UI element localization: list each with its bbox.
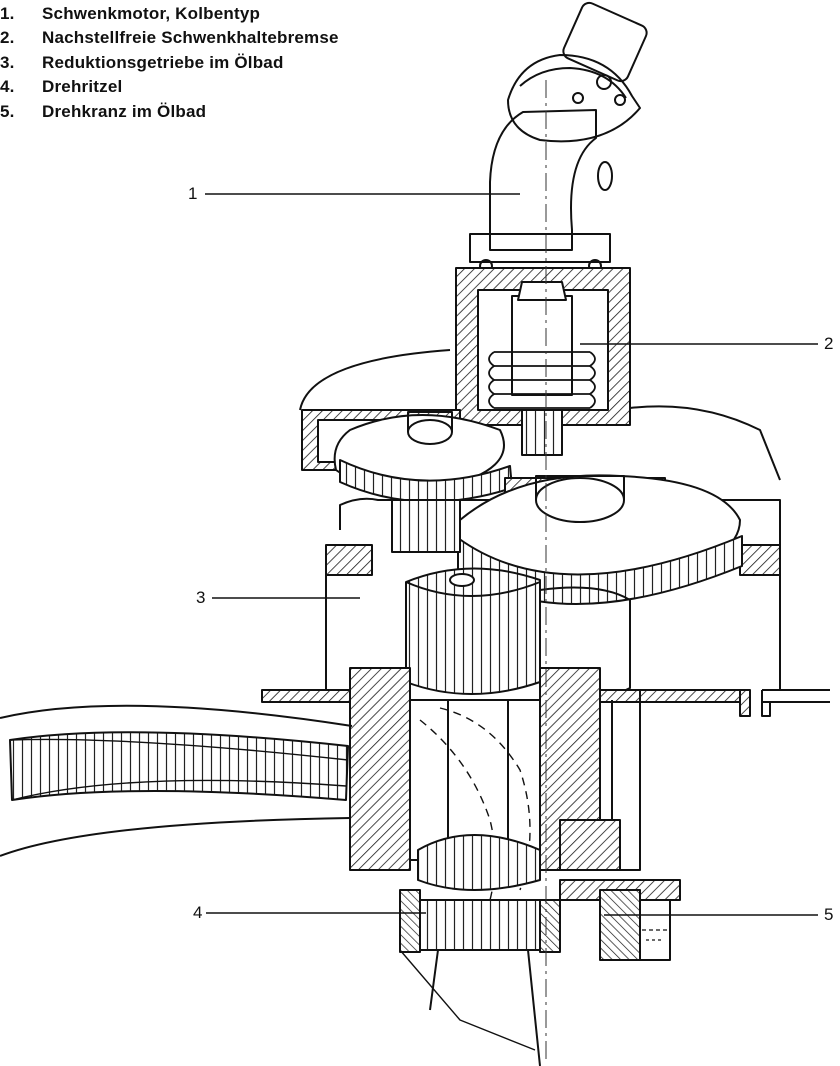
legend-number: 2. [0,28,15,48]
legend-item-3: 3. Reduktionsgetriebe im Ölbad [0,51,339,75]
legend-item-5: 5. Drehkranz im Ölbad [0,100,339,124]
callout-label-4: 4 [193,903,203,922]
drive-pinion [399,834,561,1066]
legend-number: 3. [0,52,15,72]
legend-text: Schwenkmotor, Kolbentyp [42,4,261,23]
legend-number: 4. [0,77,15,97]
callout-label-2: 2 [824,334,834,353]
callout-label-3: 3 [196,588,206,607]
legend-item-1: 1. Schwenkmotor, Kolbentyp [0,2,339,26]
reduction-gear [325,474,781,698]
slewing-ring [0,704,353,857]
legend-item-4: 4. Drehritzel [0,75,339,99]
legend-text: Drehritzel [42,77,123,97]
gear-casing-upper [299,349,781,503]
legend-text: Reduktionsgetriebe im Ölbad [42,52,284,72]
legend: 1. Schwenkmotor, Kolbentyp 2. Nachstellfre… [0,2,339,124]
oil-bath-ring [559,819,681,961]
swing-motor [469,1,648,273]
legend-text: Drehkranz im Ölbad [42,101,207,121]
callout-label-1: 1 [188,184,198,203]
legend-number: 1. [0,4,15,23]
brake-housing [455,267,631,456]
callout-label-5: 5 [824,905,834,924]
legend-text: Nachstellfreie Schwenkhaltebremse [42,28,339,48]
legend-item-2: 2. Nachstellfreie Schwenkhaltebremse [0,26,339,50]
legend-number: 5. [0,101,15,121]
